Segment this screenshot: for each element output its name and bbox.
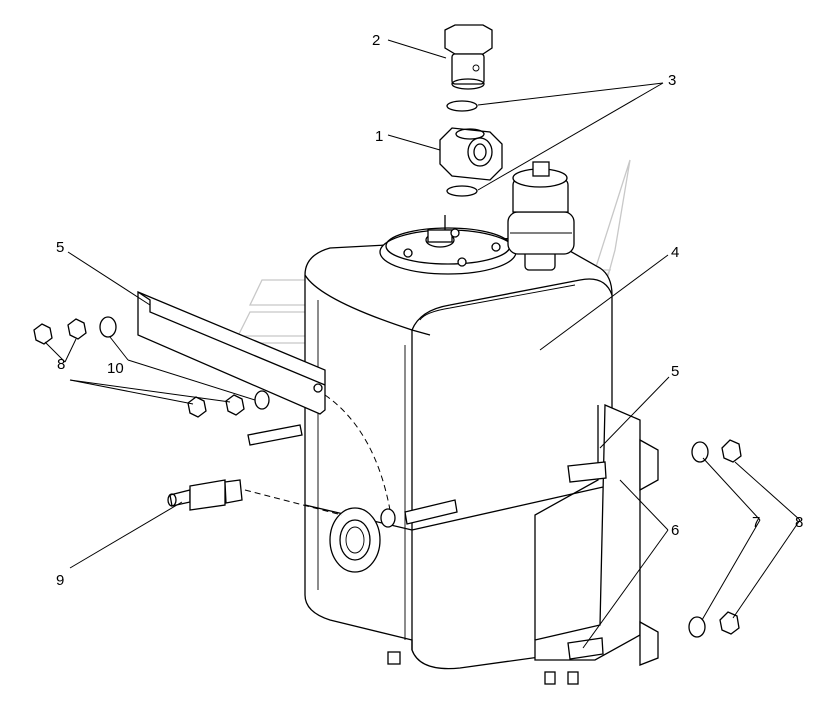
left-bracket (137, 291, 326, 415)
banjo-fitting (439, 127, 503, 181)
tank-body (304, 215, 613, 670)
breather-filter (507, 161, 575, 271)
callout-9: 9 (56, 572, 64, 589)
drain-boss (329, 507, 381, 573)
callout-2: 2 (372, 32, 380, 49)
sealing-washer-upper (446, 100, 478, 112)
dashed-assembly-path-bracket (324, 394, 391, 511)
callout-5-right: 5 (671, 363, 679, 380)
callout-4: 4 (671, 244, 679, 261)
dashed-assembly-path-sensor (244, 489, 343, 516)
right-bracket (534, 404, 659, 685)
banjo-bolt (444, 24, 493, 90)
callout-8-right: 8 (795, 514, 803, 531)
leader-lines (44, 39, 801, 649)
nuts-and-washers (33, 316, 742, 638)
callout-10: 10 (107, 360, 124, 377)
callout-6: 6 (671, 522, 679, 539)
callout-3: 3 (668, 72, 676, 89)
callout-1: 1 (375, 128, 383, 145)
callout-7: 7 (752, 514, 760, 531)
level-sensor (167, 479, 243, 511)
sealing-washer-lower (446, 185, 478, 197)
callout-8-left: 8 (57, 356, 65, 373)
stud-bolts (247, 424, 607, 660)
callout-5-left: 5 (56, 239, 64, 256)
